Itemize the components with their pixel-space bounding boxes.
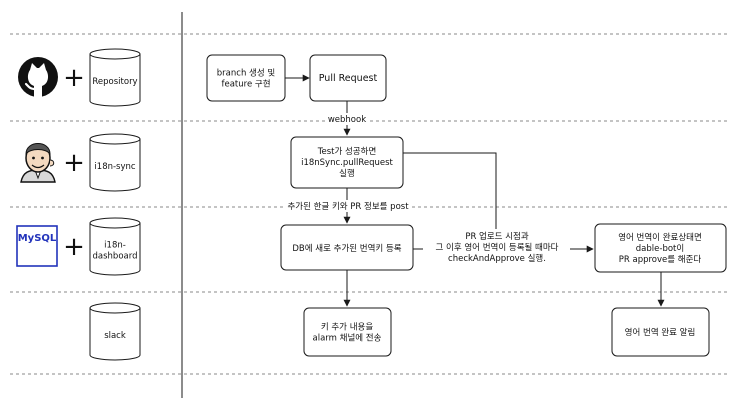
label-line: Repository — [92, 77, 137, 87]
branch-box — [206, 54, 286, 102]
complete-alert-box — [611, 307, 710, 357]
label-line: 키 추가 내용을 — [321, 323, 374, 333]
jenkins-butler-icon — [20, 143, 56, 183]
plus-signs: + + + — [63, 63, 85, 262]
db-register-label: DB에 새로 추가된 번역키 등록 — [292, 243, 401, 254]
label-line: Pull Request — [319, 73, 378, 84]
check-and-approve-path — [403, 152, 497, 249]
complete-alert-label: 영어 번역 완료 알림 — [625, 327, 696, 338]
check-label-bg — [423, 229, 570, 265]
post-label: 추가된 한글 키와 PR 정보를 post — [287, 201, 409, 212]
i18n-sync-label: i18n-sync — [94, 162, 135, 172]
i18n-sync-cylinder — [89, 133, 141, 192]
db-register-box — [280, 224, 414, 271]
plus-sign: + — [63, 148, 85, 178]
i18n-dashboard-label: i18n-dashboard — [93, 241, 138, 262]
webhook-label: webhook — [328, 115, 366, 125]
label-line: i18n- — [104, 241, 126, 251]
github-octocat-icon — [18, 57, 58, 97]
label-line: branch 생성 및 — [217, 68, 276, 79]
label-line: feature 구현 — [221, 80, 270, 90]
webhook-label-bg — [325, 113, 370, 125]
i18n-dashboard-cylinder — [89, 217, 141, 276]
repository-cylinder — [89, 48, 141, 107]
label-line: i18nSync.pullRequest — [301, 158, 393, 168]
pull-request-label: Pull Request — [319, 73, 378, 84]
label-line: 영어 번역이 완료상태면 — [618, 232, 702, 243]
label-line: slack — [104, 331, 126, 341]
slack-notify-box — [303, 307, 392, 357]
label-line: 그 이후 영어 번역이 등록될 때마다 — [436, 242, 559, 253]
pull-request-box — [309, 54, 387, 102]
slack-label: slack — [104, 331, 126, 341]
test-sync-box — [290, 136, 404, 189]
label-line: PR approve를 해준다 — [619, 255, 702, 265]
mysql-logo-text: MySQL — [18, 233, 57, 244]
label-line: 영어 번역 완료 알림 — [625, 327, 696, 338]
process-boxes — [206, 54, 727, 357]
label-line: alarm 채널에 전송 — [313, 333, 382, 344]
mysql-logo-icon: MySQL — [16, 225, 58, 267]
label-line: dashboard — [93, 252, 138, 262]
system-cylinders — [89, 48, 141, 361]
plus-sign: + — [63, 63, 85, 93]
approve-box — [594, 223, 727, 273]
post-label-bg — [284, 200, 412, 212]
repository-label: Repository — [92, 77, 137, 87]
label-line: Test가 성공하면 — [317, 146, 377, 157]
label-line: i18n-sync — [94, 162, 135, 172]
label-line: dable-bot이 — [636, 243, 684, 254]
label-line: 실행 — [339, 168, 355, 179]
label-line: PR 업로드 시점과 — [465, 231, 529, 242]
label-line: checkAndApprove 실행. — [448, 253, 546, 264]
plus-sign: + — [63, 232, 85, 262]
slack-cylinder — [89, 302, 141, 361]
label-line: DB에 새로 추가된 번역키 등록 — [292, 243, 401, 254]
